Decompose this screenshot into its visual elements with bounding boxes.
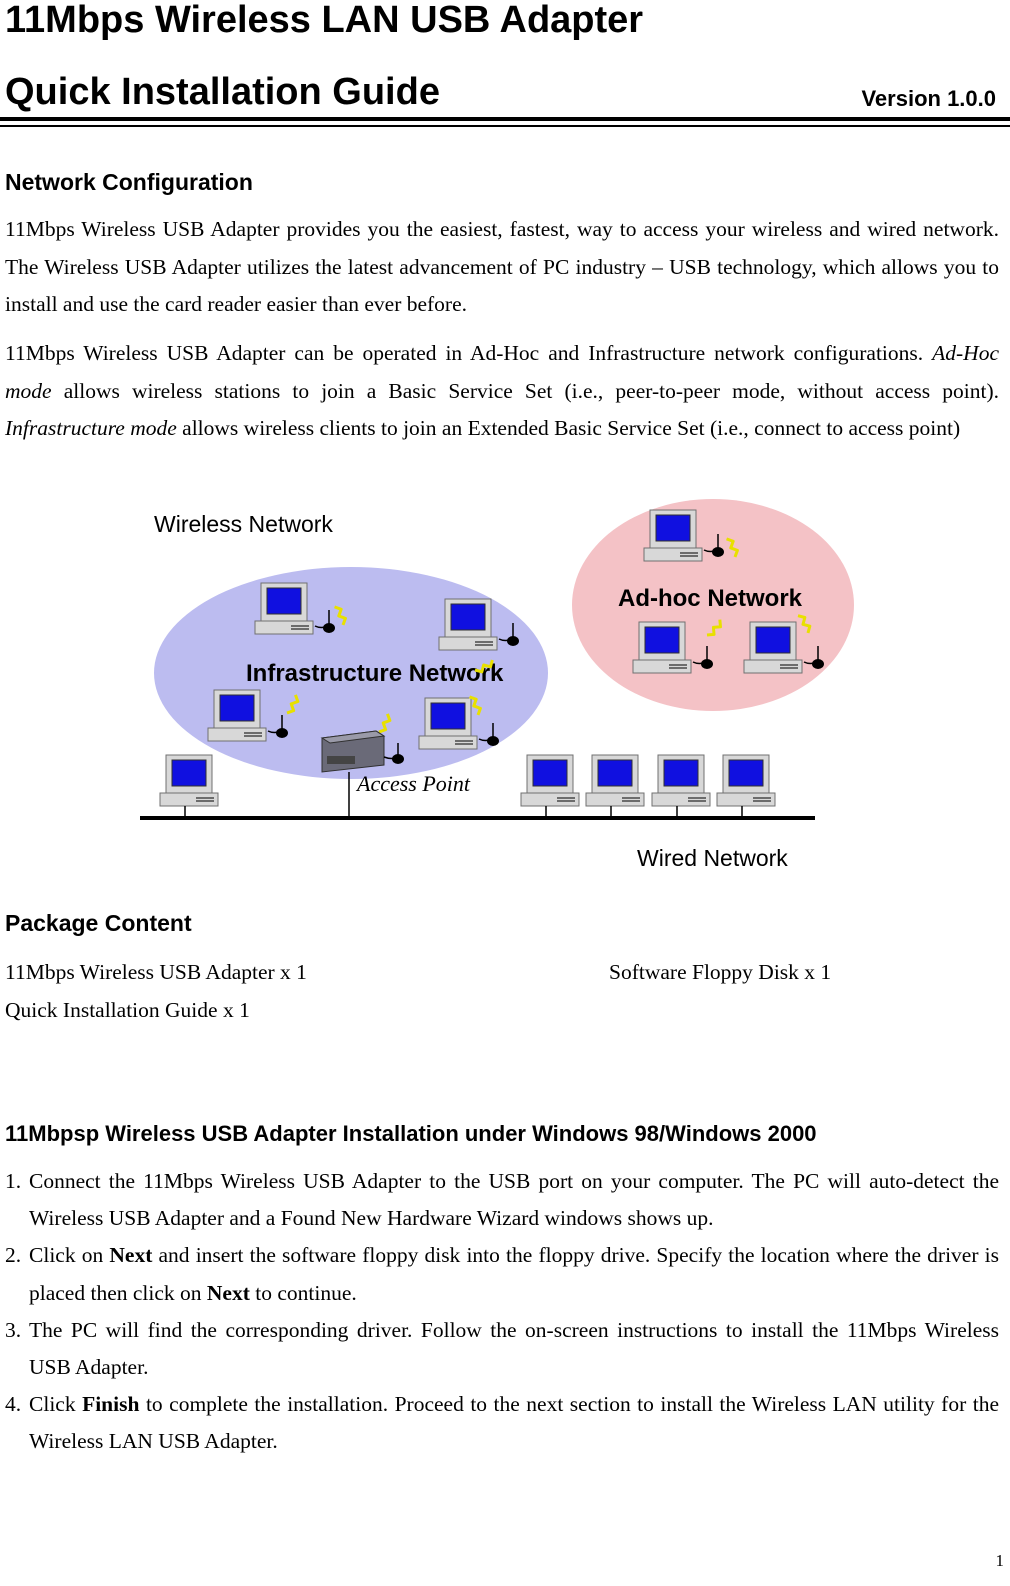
installation-step: 1.Connect the 11Mbps Wireless USB Adapte… <box>5 1169 999 1231</box>
header-rule-thin <box>0 125 1010 127</box>
package-list-right: Software Floppy Disk x 1 <box>609 953 831 991</box>
computer-icon <box>651 754 711 807</box>
package-item: Quick Installation Guide x 1 <box>5 998 250 1022</box>
computer-icon <box>520 754 580 807</box>
package-item: 11Mbps Wireless USB Adapter x 1 <box>5 960 307 984</box>
network-config-paragraph-1: 11Mbps Wireless USB Adapter provides you… <box>5 217 999 316</box>
network-diagram: Wireless Network Infrastructure Network … <box>140 499 854 871</box>
wired-network-label: Wired Network <box>637 845 788 871</box>
version-label: Version 1.0.0 <box>861 86 996 111</box>
page-number: 1 <box>995 1551 1005 1570</box>
installation-step: 2.Click on Next and insert the software … <box>5 1243 999 1305</box>
document-title: 11Mbps Wireless LAN USB Adapter <box>5 0 644 41</box>
network-config-paragraph-2: 11Mbps Wireless USB Adapter can be opera… <box>5 341 999 440</box>
section-heading-installation: 11Mbpsp Wireless USB Adapter Installatio… <box>5 1121 817 1146</box>
infrastructure-mode-term: Infrastructure mode <box>5 416 177 440</box>
adhoc-network-label: Ad-hoc Network <box>618 585 803 612</box>
package-item: Software Floppy Disk x 1 <box>609 960 832 984</box>
access-point-label: Access Point <box>355 771 471 796</box>
infrastructure-network-label: Infrastructure Network <box>246 660 504 687</box>
package-list-left: 11Mbps Wireless USB Adapter x 1 Quick In… <box>5 953 307 1029</box>
computer-icon <box>716 754 776 807</box>
computer-icon <box>585 754 645 807</box>
header-rule-thick <box>0 117 1010 121</box>
section-heading-package-content: Package Content <box>5 910 192 936</box>
document-subtitle: Quick Installation Guide <box>5 71 440 113</box>
installation-steps: 1.Connect the 11Mbps Wireless USB Adapte… <box>5 1163 999 1461</box>
wireless-network-label: Wireless Network <box>154 511 333 537</box>
installation-step: 3.The PC will find the corresponding dri… <box>5 1317 999 1380</box>
installation-step: 4.Click Finish to complete the installat… <box>5 1392 999 1454</box>
computer-icon <box>159 754 219 807</box>
adhoc-mode-term: Ad-Hoc mode <box>5 341 999 403</box>
section-heading-network-configuration: Network Configuration <box>5 169 253 195</box>
access-point-icon <box>320 730 404 773</box>
